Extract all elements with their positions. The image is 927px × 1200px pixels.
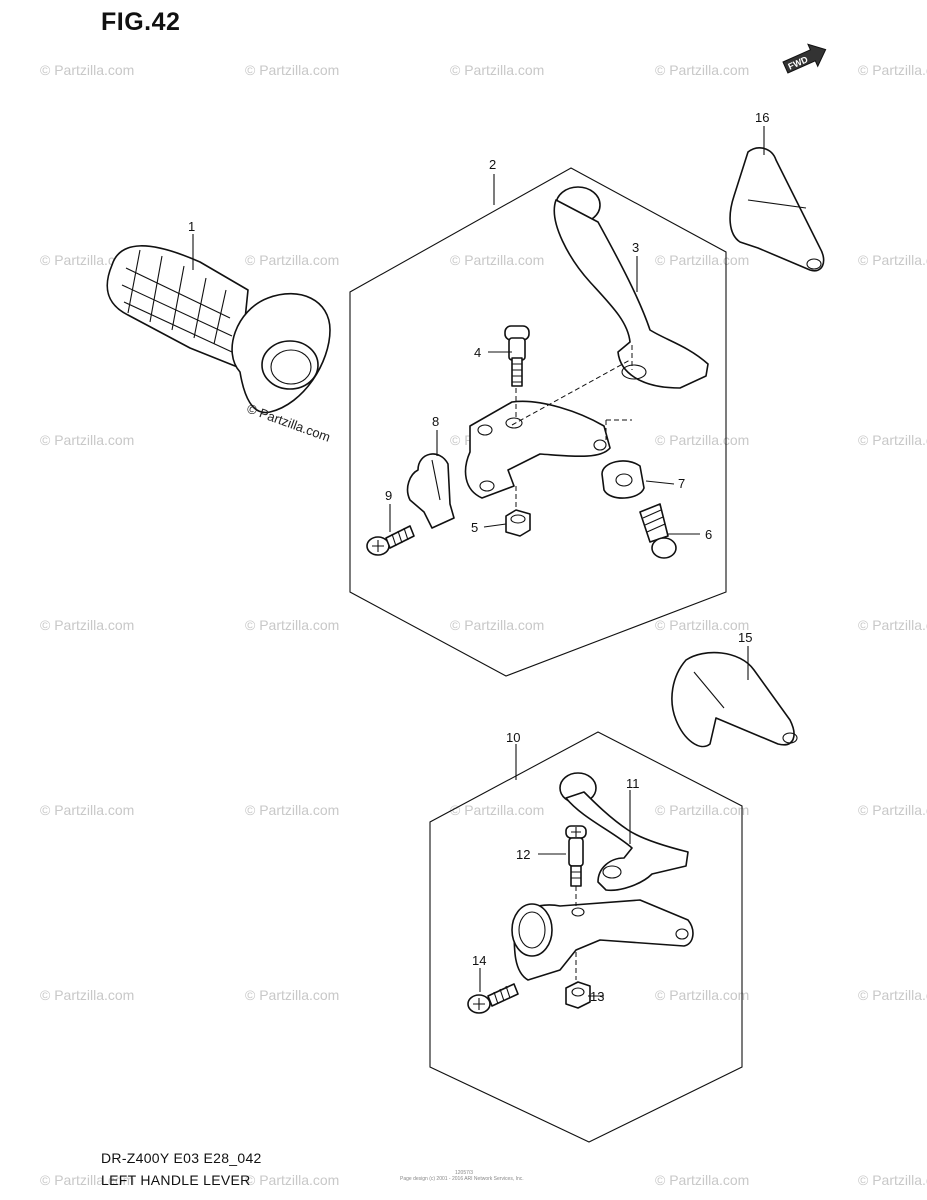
callout-14: 14 [472,953,486,968]
nut-13-part [565,981,591,1009]
watermark: © Partzilla.com [40,252,134,268]
callout-7: 7 [678,476,685,491]
callout-6: 6 [705,527,712,542]
callout-16: 16 [755,110,769,125]
adjuster-boot-part [601,460,645,499]
watermark: © Partzilla.com [655,987,749,1003]
lever-blade-part [553,186,709,389]
callout-9: 9 [385,488,392,503]
watermark: © Partzilla.com [40,432,134,448]
watermark: © Partzilla.com [40,1172,134,1188]
callout-3: 3 [632,240,639,255]
watermark: © Partzilla.com [40,617,134,633]
callout-10: 10 [506,730,520,745]
grip-part [106,245,331,414]
lever-cover-15-part [671,651,798,748]
watermark: © Partzilla.com [450,617,544,633]
leader-lines [192,126,765,997]
lever-perch-part [464,400,611,499]
inline-watermark: © Partzilla.com [245,401,332,445]
model-code: DR-Z400Y E03 E28_042 [101,1150,262,1166]
lever-cover-16-part [729,147,825,272]
callout-11: 11 [626,776,640,791]
watermark: © Partzilla.com [858,617,927,633]
callout-8: 8 [432,414,439,429]
pivot-bolt-12-part [565,825,587,887]
watermark: © Partzilla.com [245,1172,339,1188]
watermark: © Partzilla.com [858,1172,927,1188]
watermark: © Partzilla.com [40,987,134,1003]
footer-small-copyright: Page design (c) 2001 - 2016 ARI Network … [400,1176,524,1182]
watermark: © Partzilla.com [450,802,544,818]
watermark: © Partzilla.com [245,802,339,818]
pivot-bolt-part [504,325,530,387]
footer-small-code: 12057/3 [455,1170,473,1176]
figure-title: FIG.42 [101,8,181,36]
clamp-screw-14-part [467,983,519,1014]
watermark: © Partzilla.com [450,252,544,268]
callout-1: 1 [188,219,195,234]
watermark: © Partzilla.com [655,617,749,633]
watermark: © Partzilla.com [245,617,339,633]
kit-10-outline [429,731,743,1143]
callout-2: 2 [489,157,496,172]
watermark: © Partzilla.com [40,802,134,818]
perch-clamp-part [406,453,455,529]
watermark: © Partzilla.com [245,987,339,1003]
callout-15: 15 [738,630,752,645]
watermark: © Partzilla.com [655,62,749,78]
lever-11-part [559,772,689,892]
watermark: © Partzilla.com [40,62,134,78]
callout-4: 4 [474,345,481,360]
watermark: © Partzilla.com [858,987,927,1003]
callout-5: 5 [471,520,478,535]
watermark: © Partzilla.com [655,432,749,448]
watermark: © Partzilla.com [858,802,927,818]
watermark: © Partzilla.com [858,62,927,78]
clamp-screw-part [366,525,415,556]
kit-2-outline [349,167,727,677]
callout-12: 12 [516,847,530,862]
fwd-arrow-icon: FWD [782,43,827,74]
watermark: © Partzilla.com [245,252,339,268]
watermark: © Partzilla.com [245,62,339,78]
watermark: © Partzilla.com [655,802,749,818]
watermark: © Partzilla.com [858,432,927,448]
watermark: © Partzilla.com [655,252,749,268]
watermark: © Partzilla.com [450,62,544,78]
lever-perch-10-part [511,899,694,981]
nut-part [505,509,531,537]
adjuster-screw-part [639,503,677,559]
fwd-label: FWD [787,54,810,72]
watermark: © Partzilla.com [655,1172,749,1188]
diagram-caption: LEFT HANDLE LEVER [101,1172,251,1188]
callout-13: 13 [590,989,604,1004]
watermark: © Partzilla.com [858,252,927,268]
